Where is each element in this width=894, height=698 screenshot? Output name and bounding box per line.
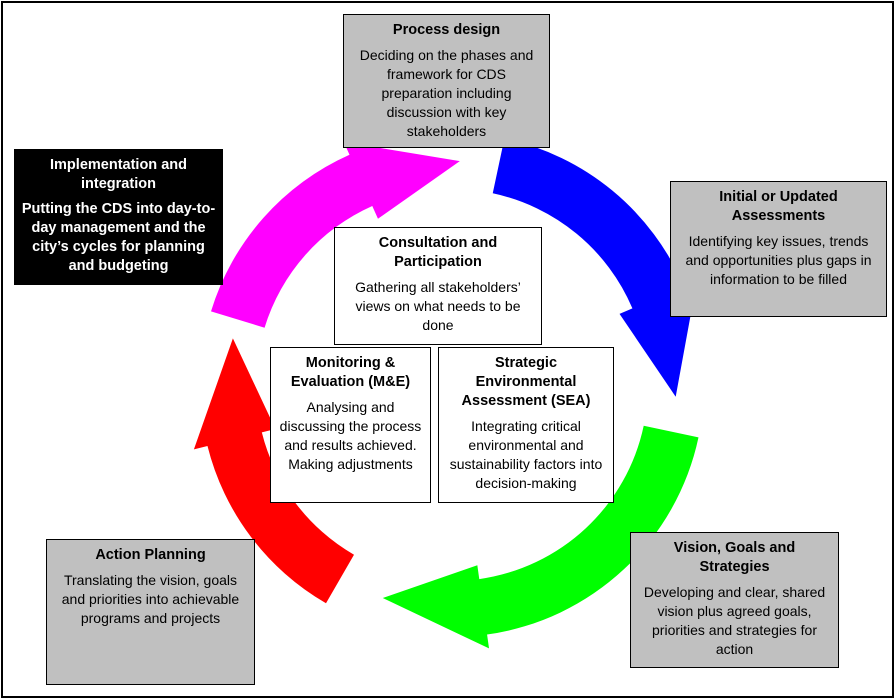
center-description: Analysing and discussing the process and… <box>279 399 422 472</box>
stage-description: Deciding on the phases and framework for… <box>359 47 534 139</box>
center-description: Integrating critical environmental and s… <box>449 418 603 491</box>
stage-implementation: Implementation and integration Putting t… <box>14 149 223 285</box>
stage-title: Initial or Updated Assessments <box>719 189 838 224</box>
center-title: Monitoring & Evaluation (M&E) <box>290 355 411 390</box>
center-monitoring-evaluation: Monitoring & Evaluation (M&E) Analysing … <box>270 347 431 503</box>
stage-description: Developing and clear, shared vision plus… <box>643 584 826 657</box>
center-title: Consultation and Participation <box>378 235 498 270</box>
stage-description: Translating the vision, goals and priori… <box>61 572 240 626</box>
stage-description: Identifying key issues, trends and oppor… <box>685 233 872 287</box>
stage-process-design: Process design Deciding on the phases an… <box>343 14 550 148</box>
center-description: Gathering all stakeholders’ views on wha… <box>355 279 521 333</box>
stage-title: Implementation and integration <box>50 157 187 192</box>
stage-action-planning: Action Planning Translating the vision, … <box>46 539 255 685</box>
stage-title: Vision, Goals and Strategies <box>673 540 796 575</box>
stage-title: Action Planning <box>95 547 206 563</box>
center-consultation: Consultation and Participation Gathering… <box>334 227 542 345</box>
center-title: Strategic Environmental Assessment (SEA) <box>461 355 591 409</box>
stage-assessments: Initial or Updated Assessments Identifyi… <box>670 181 887 317</box>
arrow-assessments-to-action-planning <box>382 425 699 649</box>
stage-vision: Vision, Goals and Strategies Developing … <box>630 532 839 668</box>
arrow-process-design-to-assessments <box>492 138 697 397</box>
stage-title: Process design <box>392 22 501 38</box>
stage-description: Putting the CDS into day-to-day manageme… <box>21 201 216 274</box>
arrow-implementation-to-process-design <box>211 141 460 328</box>
center-sea: Strategic Environmental Assessment (SEA)… <box>438 347 614 503</box>
